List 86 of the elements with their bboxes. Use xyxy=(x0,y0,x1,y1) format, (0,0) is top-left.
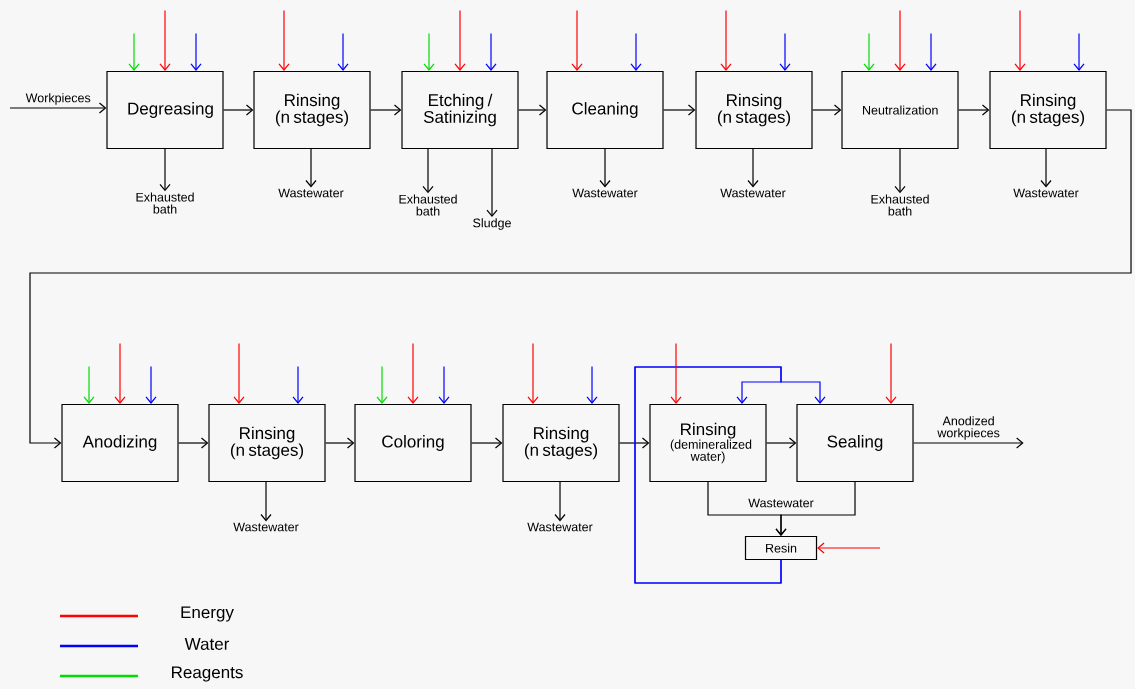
arrow xyxy=(454,9,466,71)
process-box: Degreasing xyxy=(106,70,224,150)
arrow xyxy=(518,104,547,116)
arrow xyxy=(159,148,171,192)
output-label: Wastewater xyxy=(527,522,593,532)
output-label: Wastewater xyxy=(233,522,299,532)
arrow xyxy=(925,32,937,71)
arrow xyxy=(278,9,290,71)
edge-label: Workpieces xyxy=(25,93,91,105)
arrow xyxy=(599,148,611,188)
arrow xyxy=(114,342,126,404)
legend-label: Water xyxy=(184,638,230,650)
arrow xyxy=(376,365,388,404)
process-box: Cleaning xyxy=(546,70,664,150)
arrow xyxy=(1014,9,1026,71)
arrow xyxy=(485,32,497,71)
arrow xyxy=(145,365,157,404)
legend-label: Reagents xyxy=(172,666,243,682)
legend-label: Energy xyxy=(181,606,234,622)
arrow xyxy=(486,148,498,217)
arrow xyxy=(720,9,732,71)
arrow xyxy=(913,437,1024,449)
process-box: Sealing xyxy=(796,403,914,483)
arrow xyxy=(571,9,583,71)
arrow xyxy=(779,32,791,71)
arrow xyxy=(766,437,797,449)
edge-label: Wastewater xyxy=(748,498,814,508)
output-label: Wastewater xyxy=(278,188,344,198)
arrow xyxy=(29,109,1132,449)
arrow xyxy=(1040,148,1052,188)
arrow xyxy=(223,104,254,116)
arrow xyxy=(83,365,95,404)
arrow xyxy=(438,365,450,404)
arrow xyxy=(233,342,245,404)
arrow xyxy=(128,32,140,71)
process-box: Rinsing (n stages) xyxy=(989,70,1107,150)
arrow xyxy=(305,148,317,188)
arrow xyxy=(817,542,881,554)
arrow xyxy=(337,32,349,71)
arrow xyxy=(260,481,272,522)
arrow xyxy=(554,481,566,522)
arrow xyxy=(190,32,202,71)
process-box: Rinsing (demineralized water) xyxy=(649,403,767,483)
arrow xyxy=(619,437,650,449)
process-box: Rinsing (n stages) xyxy=(208,403,326,483)
output-label: Exhausted bath xyxy=(871,194,929,216)
arrow xyxy=(407,342,419,404)
arrow xyxy=(775,481,856,536)
output-label: Exhausted bath xyxy=(399,194,457,216)
process-box: Rinsing (n stages) xyxy=(253,70,371,150)
output-label: Wastewater xyxy=(1013,188,1079,198)
process-box: Neutralization xyxy=(841,70,959,150)
arrow xyxy=(894,148,906,194)
process-box: Coloring xyxy=(354,403,472,483)
arrow xyxy=(863,32,875,71)
process-box: Resin xyxy=(744,535,818,561)
arrow xyxy=(747,148,759,188)
output-label: Wastewater xyxy=(572,188,638,198)
arrow xyxy=(325,437,355,449)
arrow xyxy=(894,9,906,71)
arrow xyxy=(670,342,682,404)
arrow xyxy=(423,32,435,71)
arrow xyxy=(663,104,696,116)
arrow xyxy=(885,342,897,404)
arrow xyxy=(422,148,434,194)
arrow xyxy=(1073,32,1085,71)
arrow xyxy=(9,102,107,114)
process-box: Rinsing (n stages) xyxy=(502,403,620,483)
output-label: Sludge xyxy=(473,218,511,230)
edge-label: Anodized workpieces xyxy=(937,416,1000,440)
output-label: Exhausted bath xyxy=(136,192,194,214)
process-box: Rinsing (n stages) xyxy=(695,70,813,150)
process-box: Etching / Satinizing xyxy=(401,70,519,150)
arrow xyxy=(527,342,539,404)
arrow xyxy=(630,32,642,71)
arrow xyxy=(178,437,209,449)
arrow xyxy=(958,104,990,116)
output-label: Wastewater xyxy=(720,188,786,198)
arrow xyxy=(812,104,842,116)
arrow xyxy=(292,365,304,404)
arrow xyxy=(370,104,402,116)
arrow xyxy=(634,366,826,584)
arrow xyxy=(471,437,503,449)
process-box: Anodizing xyxy=(61,403,179,483)
arrow xyxy=(586,365,598,404)
arrow xyxy=(159,9,171,71)
